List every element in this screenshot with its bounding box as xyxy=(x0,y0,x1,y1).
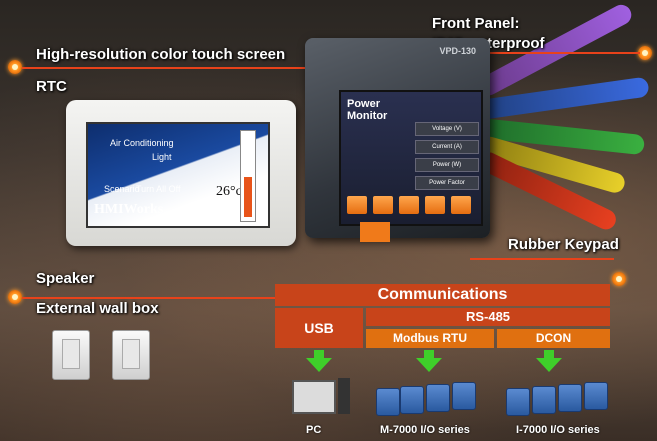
io-module-icon xyxy=(376,388,400,416)
bullet-icon xyxy=(8,60,22,74)
communications-bar: Communications xyxy=(275,284,610,306)
io-module-icon xyxy=(400,386,424,414)
modbus-bar: Modbus RTU xyxy=(366,329,494,348)
wall-box-icon xyxy=(52,330,90,380)
keypad-button[interactable] xyxy=(347,196,367,214)
arrow-down-icon xyxy=(306,358,332,372)
touch-panel-device: Air Conditioning Light Scenario Turn All… xyxy=(66,100,296,246)
io-module-icon xyxy=(506,388,530,416)
light-icon-label: Light xyxy=(152,152,172,162)
callout-line xyxy=(470,258,614,260)
keypad-button[interactable] xyxy=(425,196,445,214)
usb-bar: USB xyxy=(275,308,363,348)
wall-box-icon xyxy=(112,330,150,380)
callout-line xyxy=(22,67,322,69)
bullet-icon xyxy=(638,46,652,60)
vpd-row-voltage: Voltage (V) xyxy=(415,122,479,136)
device-label-m7000: M-7000 I/O series xyxy=(380,424,470,436)
callout-line xyxy=(22,297,280,299)
terminal-connector xyxy=(360,222,390,242)
callout-touch-screen: High-resolution color touch screen xyxy=(36,46,286,63)
thermometer-icon xyxy=(240,130,256,222)
keypad-button[interactable] xyxy=(399,196,419,214)
front-panel-line-1: Front Panel: xyxy=(432,15,520,32)
vpd-unit-device: VPD-130 Power Monitor Voltage (V) Curren… xyxy=(305,38,490,238)
arrow-down-icon xyxy=(544,350,554,358)
dcon-bar: DCON xyxy=(497,329,610,348)
arrow-down-icon xyxy=(424,350,434,358)
bullet-icon xyxy=(612,272,626,286)
aircon-icon-label: Air Conditioning xyxy=(110,138,174,148)
vpd-title-line-1: Power xyxy=(347,98,381,110)
touch-panel-screen: Air Conditioning Light Scenario Turn All… xyxy=(86,122,270,228)
vpd-title-line-2: Monitor xyxy=(347,110,388,122)
pc-tower-icon xyxy=(338,378,350,414)
callout-line xyxy=(345,52,640,54)
io-module-icon xyxy=(452,382,476,410)
vpd-row-power-factor: Power Factor xyxy=(415,176,479,190)
turn-off-icon-label: Turn All Off xyxy=(136,184,181,194)
callout-speaker: Speaker xyxy=(36,270,95,287)
io-module-icon xyxy=(558,384,582,412)
callout-wall-box: External wall box xyxy=(36,300,159,317)
arrow-down-icon xyxy=(416,358,442,372)
vpd-screen-title: Power Monitor xyxy=(347,98,387,122)
arrow-down-icon xyxy=(536,358,562,372)
arrow-down-icon xyxy=(314,350,324,358)
rs485-bar: RS-485 xyxy=(366,308,610,326)
io-module-icon xyxy=(584,382,608,410)
hmiworks-logo: HMIWorks xyxy=(94,202,164,217)
keypad-button[interactable] xyxy=(373,196,393,214)
vpd-row-current: Current (A) xyxy=(415,140,479,154)
device-label-pc: PC xyxy=(306,424,322,436)
callout-rtc: RTC xyxy=(36,78,67,95)
vpd-screen: Power Monitor Voltage (V) Current (A) Po… xyxy=(339,90,483,226)
scenario-icon-label: Scenario xyxy=(104,184,140,194)
device-label-i7000: I-7000 I/O series xyxy=(516,424,600,436)
keypad-button[interactable] xyxy=(451,196,471,214)
pc-icon xyxy=(292,380,336,414)
callout-rubber-keypad: Rubber Keypad xyxy=(508,236,619,253)
io-module-icon xyxy=(532,386,556,414)
vpd-row-power: Power (W) xyxy=(415,158,479,172)
io-module-icon xyxy=(426,384,450,412)
bullet-icon xyxy=(8,290,22,304)
temperature-readout: 26°c xyxy=(216,184,242,199)
model-label: VPD-130 xyxy=(439,46,476,56)
